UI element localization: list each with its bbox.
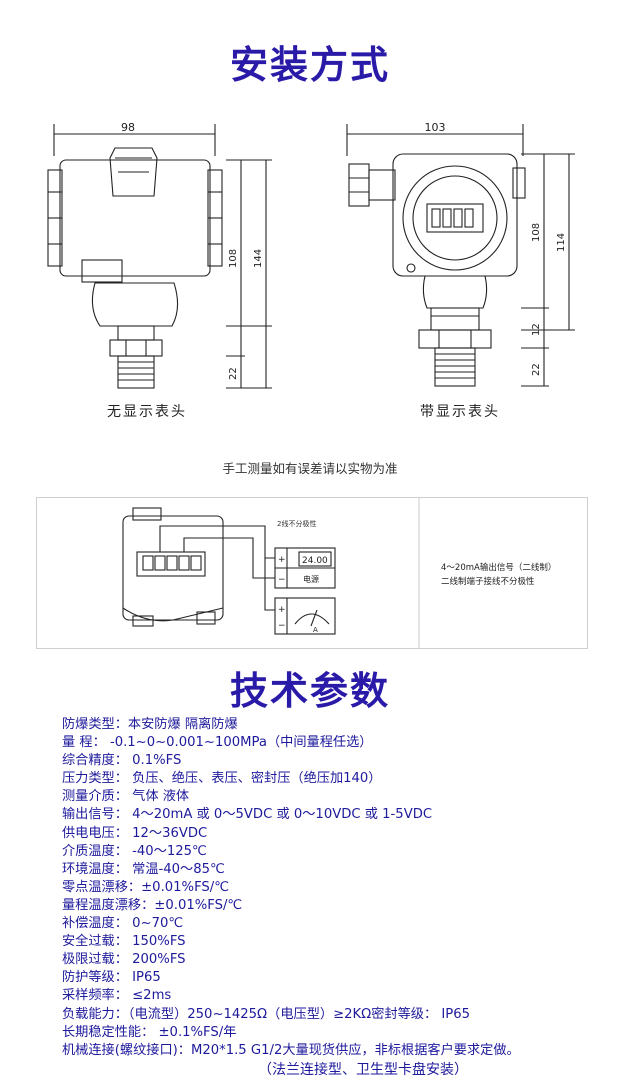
spec-compensation-temp: 补偿温度： 0~70℃ <box>62 916 184 932</box>
caption-with-display: 带显示表头 <box>420 404 500 420</box>
power-plus: + <box>278 555 286 565</box>
spec-range: 量 程： -0.1~0~0.001~100MPa（中间量程任选） <box>62 735 373 751</box>
install-heading: 安装方式 <box>229 43 390 87</box>
spec-explosion-type: 防爆类型：本安防爆 隔离防爆 <box>62 717 238 732</box>
spec-stability: 长期稳定性能： ±0.1%FS/年 <box>62 1024 237 1040</box>
spec-supply-voltage: 供电电压： 12～36VDC <box>62 825 208 841</box>
right-width-dim: 103 <box>425 121 446 134</box>
meter-plus: + <box>278 605 286 615</box>
wiring-note-1: 4～20mA输出信号（二线制） <box>441 562 556 573</box>
power-display-unit: 电源 <box>303 574 319 584</box>
spec-limit-overload: 极限过载： 200%FS <box>62 952 186 968</box>
spec-connection: 机械连接(螺纹接口)：M20*1.5 G1/2大量现货供应，非标根据客户要求定做… <box>62 1042 520 1058</box>
left-body-dim: 108 <box>228 249 239 268</box>
right-body-dim: 108 <box>531 223 542 242</box>
spec-pressure-type: 压力类型： 负压、绝压、表压、密封压（绝压加140） <box>62 771 382 787</box>
tech-heading: 技术参数 <box>229 669 390 713</box>
meter-unit: A <box>313 626 318 634</box>
caption-no-display: 无显示表头 <box>107 404 187 420</box>
left-width-dim: 98 <box>121 121 135 134</box>
left-thread-dim: 22 <box>228 367 239 380</box>
meter-minus: − <box>278 621 286 631</box>
spec-protection: 防护等级： IP65 <box>62 970 161 986</box>
spec-span-drift: 量程温度漂移：±0.01%FS/℃ <box>62 897 243 913</box>
right-neck-dim: 12 <box>531 323 542 336</box>
wiring-diagram: 2线不分极性 + − 24.00 电源 + − A 4～20mA输出信号（二线制… <box>36 497 588 649</box>
spec-accuracy: 综合精度： 0.1%FS <box>62 753 182 769</box>
spec-output-signal: 输出信号： 4～20mA 或 0～5VDC 或 0～10VDC 或 1-5VDC <box>62 807 433 823</box>
spec-connection-tail: （法兰连接型、卫生型卡盘安装） <box>258 1061 468 1078</box>
power-display-value: 24.00 <box>302 556 328 566</box>
spec-safe-overload: 安全过载： 150%FS <box>62 934 186 950</box>
spec-sampling: 采样频率： ≤2ms <box>62 988 172 1004</box>
spec-load: 负载能力：（电流型）250~1425Ω（电压型）≥2KΩ密封等级： IP65 <box>62 1006 470 1022</box>
spec-medium: 测量介质： 气体 液体 <box>62 789 190 805</box>
measure-note: 手工测量如有误差请以实物为准 <box>222 461 398 476</box>
drawing-no-display: 98 108 144 22 <box>47 121 272 389</box>
spec-medium-temp: 介质温度： -40～125℃ <box>62 843 207 859</box>
spec-ambient-temp: 环境温度： 常温-40～85℃ <box>62 861 225 877</box>
wiring-note-2: 二线制端子接线不分极性 <box>441 576 535 587</box>
power-minus: − <box>278 575 286 585</box>
right-thread-dim: 22 <box>531 363 542 376</box>
drawing-with-display: 103 108 114 12 22 <box>346 121 575 387</box>
spec-list: 防爆类型：本安防爆 隔离防爆 量 程： -0.1~0~0.001~100MPa（… <box>62 716 607 1080</box>
right-total-dim: 114 <box>556 233 567 252</box>
spec-zero-drift: 零点温漂移：±0.01%FS/℃ <box>62 879 230 895</box>
wiring-svg: 2线不分极性 + − 24.00 电源 + − A 4～20mA输出信号（二线制… <box>122 498 556 648</box>
left-total-dim: 144 <box>253 249 264 268</box>
wiring-top-label: 2线不分极性 <box>277 519 316 528</box>
